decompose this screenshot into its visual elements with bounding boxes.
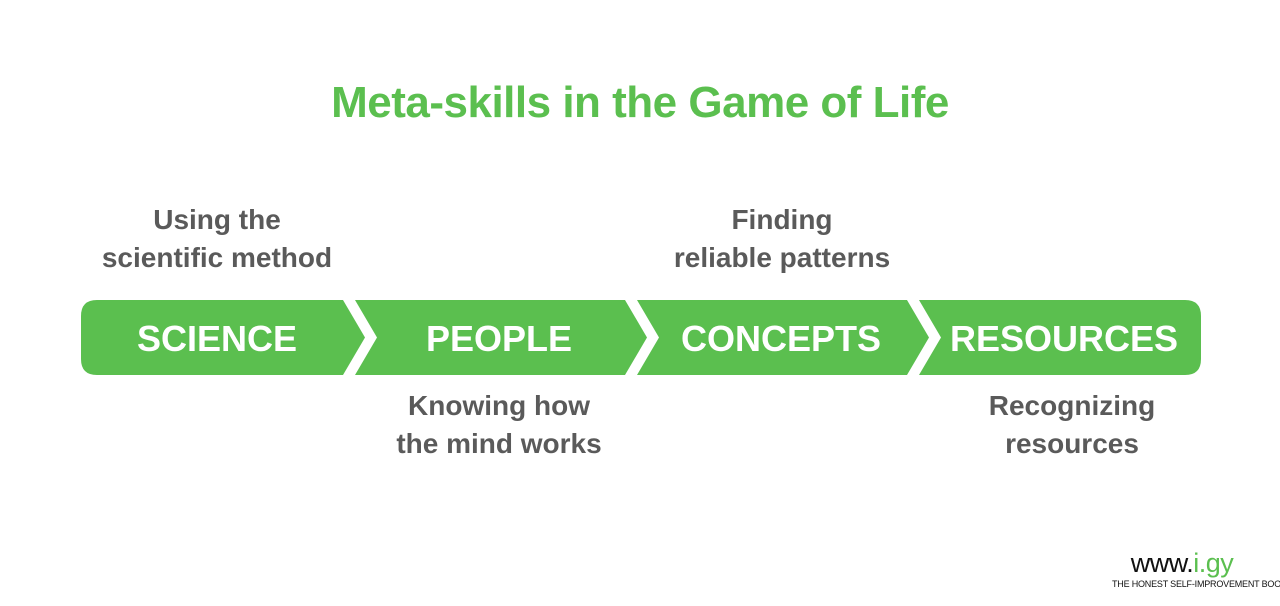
flow-segment-science bbox=[81, 300, 365, 375]
caption-science-line-1: Using the bbox=[153, 204, 281, 235]
caption-resources: Recognizing resources bbox=[912, 387, 1232, 463]
flow-label-resources: RESOURCES bbox=[950, 318, 1178, 359]
brand-tagline: THE HONEST SELF-IMPROVEMENT BOOK bbox=[1112, 579, 1280, 589]
brand-url-prefix: www. bbox=[1130, 548, 1194, 578]
flow-segment-concepts bbox=[637, 300, 929, 375]
flow-segment-resources bbox=[919, 300, 1201, 375]
flow-label-people: PEOPLE bbox=[426, 318, 572, 359]
flow-label-concepts: CONCEPTS bbox=[681, 318, 881, 359]
caption-concepts: Finding reliable patterns bbox=[622, 201, 942, 277]
caption-concepts-line-2: reliable patterns bbox=[673, 242, 891, 273]
caption-people-line-2: the mind works bbox=[396, 428, 602, 459]
flow-label-science: SCIENCE bbox=[137, 318, 297, 359]
caption-resources-line-1: Recognizing bbox=[988, 390, 1156, 421]
caption-people: Knowing how the mind works bbox=[339, 387, 659, 463]
brand-url-highlight: i.gy bbox=[1193, 548, 1234, 578]
flow-segment-people bbox=[355, 300, 647, 375]
caption-science: Using the scientific method bbox=[57, 201, 377, 277]
brand-logo: www.i.gy THE HONEST SELF-IMPROVEMENT BOO… bbox=[1112, 548, 1280, 590]
brand-url: www.i.gy bbox=[1112, 548, 1252, 578]
caption-resources-line-2: resources bbox=[1005, 428, 1139, 459]
caption-science-line-2: scientific method bbox=[101, 242, 333, 273]
caption-concepts-line-1: Finding bbox=[731, 204, 833, 235]
caption-people-line-1: Knowing how bbox=[408, 390, 590, 421]
page-title: Meta-skills in the Game of Life bbox=[331, 78, 949, 127]
